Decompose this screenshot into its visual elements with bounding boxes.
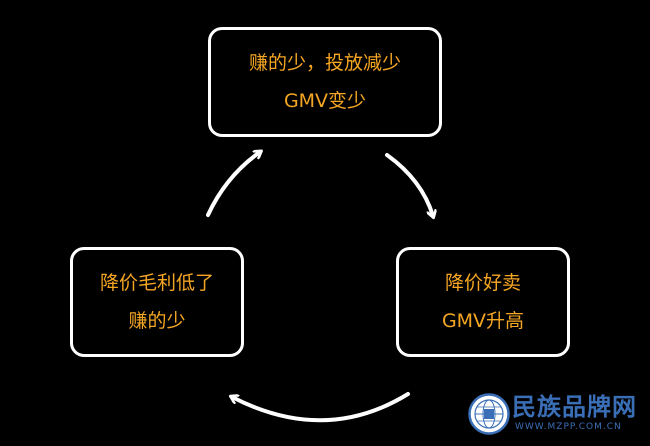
node-top-line-2: GMV变少	[283, 90, 367, 112]
node-left: 降价毛利低了 赚的少	[70, 247, 244, 357]
arrow-right-to-left	[232, 392, 410, 423]
node-right-line-1: 降价好卖	[444, 272, 521, 294]
watermark-name: 民族品牌网	[512, 393, 637, 421]
node-top-line-1: 赚的少，投放减少	[248, 52, 401, 74]
watermark: 民族品牌网 WWW.MZPP.COM.CN	[468, 389, 646, 441]
node-right: 降价好卖 GMV升高	[396, 247, 570, 357]
arrow-top-to-right	[385, 153, 433, 216]
arrow-left-to-top	[206, 152, 260, 217]
node-right-line-2: GMV升高	[441, 310, 525, 332]
watermark-url: WWW.MZPP.COM.CN	[515, 422, 622, 432]
node-left-line-2: 赚的少	[128, 310, 186, 332]
node-top: 赚的少，投放减少 GMV变少	[208, 27, 442, 137]
node-left-line-1: 降价毛利低了	[99, 272, 214, 294]
globe-seal-icon	[468, 393, 510, 435]
